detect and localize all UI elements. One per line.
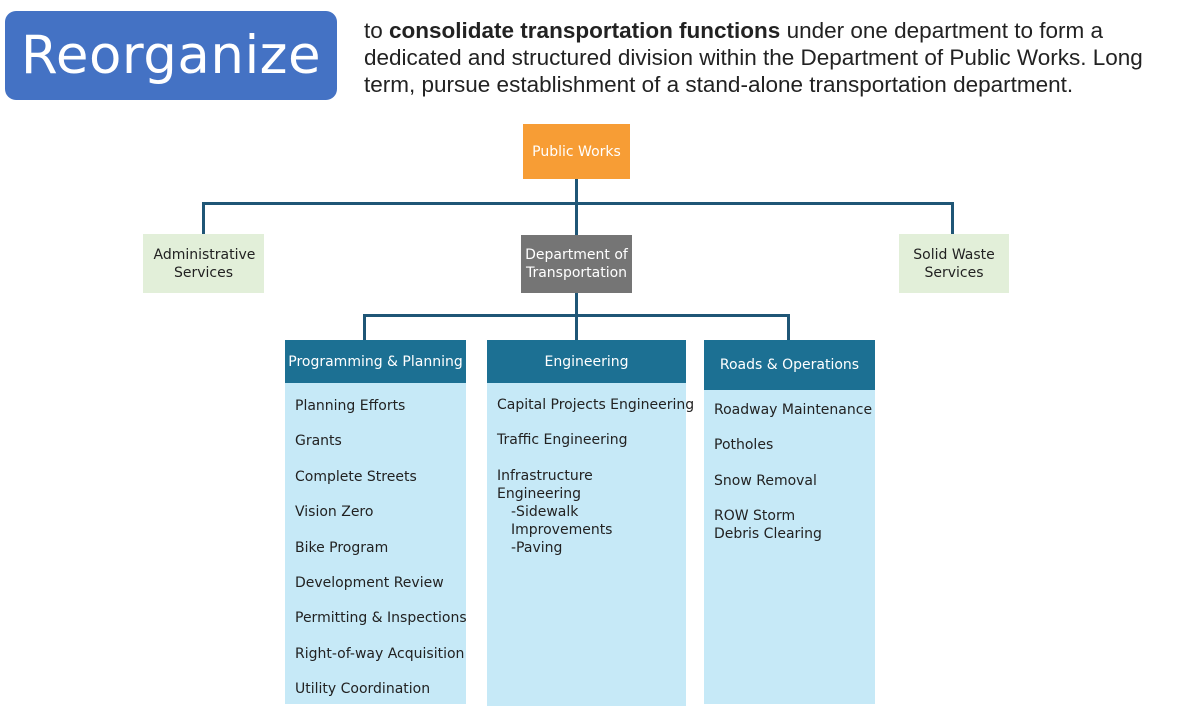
roads-operations-column: Roads & Operations Roadway Maintenance P… — [704, 340, 875, 704]
list-item: Grants — [295, 433, 342, 450]
connector-top-horizontal — [202, 202, 954, 205]
roads-operations-header: Roads & Operations — [704, 340, 875, 390]
connector-top-vertical — [575, 179, 578, 235]
programming-planning-column: Programming & Planning Planning Efforts … — [285, 340, 467, 704]
list-item: Planning Efforts — [295, 398, 406, 414]
intro-bold: consolidate transportation functions — [389, 18, 781, 43]
connector-right-drop — [951, 202, 954, 234]
list-item: Right-of-way Acquisition — [295, 645, 465, 662]
engineering-column: Engineering Capital Projects Engineering… — [487, 340, 695, 706]
list-item: Potholes — [714, 437, 774, 454]
connector-col1-drop — [363, 314, 366, 340]
engineering-list: Capital Projects Engineering Traffic Eng… — [487, 383, 695, 557]
sub-item-paving: -Paving — [511, 539, 563, 556]
list-item: Capital Projects Engineering — [497, 397, 695, 413]
list-item: ROW Storm Debris Clearing — [714, 508, 822, 543]
list-item: Utility Coordination — [295, 681, 431, 698]
list-item: Permitting & Inspections — [295, 610, 467, 627]
intro-rest: under one department to form a dedicated… — [364, 18, 1143, 97]
sub-item-sidewalk: -Sidewalk Improvements — [511, 503, 613, 538]
list-item: Roadway Maintenance — [714, 402, 873, 418]
list-item: Traffic Engineering — [497, 432, 628, 449]
department-of-transportation-box: Department of Transportation — [521, 235, 632, 293]
department-of-transportation-label: Department of Transportation — [525, 247, 628, 281]
administrative-services-box: Administrative Services — [143, 234, 264, 293]
administrative-services-label: Administrative Services — [153, 246, 256, 281]
list-item-label: Infrastructure Engineering — [497, 467, 593, 502]
public-works-label: Public Works — [532, 143, 621, 160]
programming-planning-header: Programming & Planning — [285, 340, 466, 383]
list-item: Complete Streets — [295, 468, 417, 485]
list-item: Vision Zero — [295, 504, 374, 521]
programming-planning-list: Planning Efforts Grants Complete Streets… — [285, 383, 467, 716]
roads-operations-list: Roadway Maintenance Potholes Snow Remova… — [704, 390, 875, 543]
public-works-box: Public Works — [523, 124, 630, 179]
solid-waste-services-box: Solid Waste Services — [899, 234, 1009, 293]
intro-prefix: to — [364, 18, 390, 43]
list-item: Development Review — [295, 574, 444, 591]
reorganize-badge: Reorganize — [5, 11, 337, 100]
connector-mid-horizontal — [363, 314, 790, 317]
list-item: Infrastructure Engineering -Sidewalk Imp… — [497, 467, 676, 557]
engineering-header: Engineering — [487, 340, 686, 383]
connector-col3-drop — [787, 314, 790, 340]
connector-left-drop — [202, 202, 205, 234]
list-item: Snow Removal — [714, 472, 817, 489]
list-item: Bike Program — [295, 539, 389, 556]
solid-waste-services-label: Solid Waste Services — [913, 246, 995, 281]
intro-text: to consolidate transportation functions … — [364, 17, 1194, 98]
